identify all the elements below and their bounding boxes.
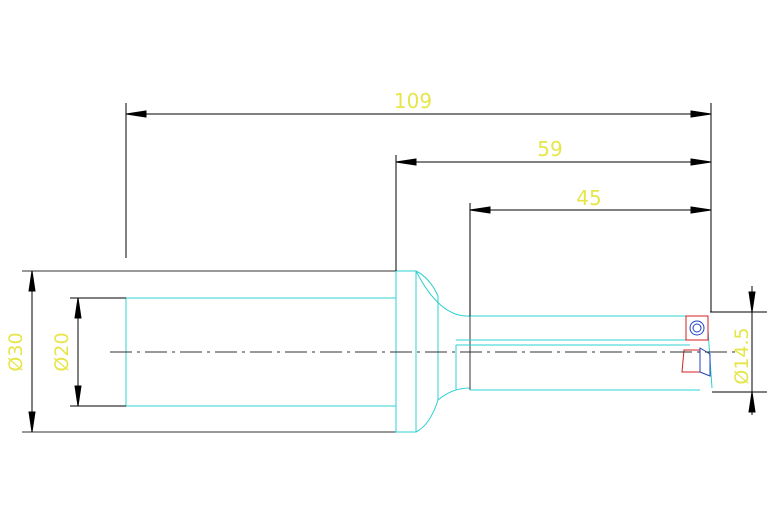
flange-chamfer-top — [415, 270, 439, 297]
neck-curve-top — [415, 270, 471, 317]
dim-label-109: 109 — [394, 89, 432, 113]
arrow-59-left — [395, 158, 417, 166]
dimension-lines — [28, 103, 767, 433]
arrow-45-left — [469, 206, 491, 214]
cutting-inserts — [681, 315, 711, 377]
arrow-109-left — [125, 110, 147, 118]
dim-label-45: 45 — [576, 186, 601, 210]
arrow-d20-bottom — [74, 385, 82, 407]
upper-insert-screw — [689, 320, 705, 336]
arrow-d145-bottom — [748, 391, 756, 413]
flange-chamfer-bottom — [415, 399, 439, 433]
arrow-d30-top — [28, 270, 36, 292]
arrow-59-right — [690, 158, 712, 166]
upper-insert-screw-inner — [692, 323, 702, 333]
dim-label-59: 59 — [537, 137, 562, 161]
arrow-109-right — [690, 110, 712, 118]
dim-label-d145: Ø14.5 — [731, 327, 753, 384]
dim-label-d30: Ø30 — [5, 332, 27, 371]
arrow-d145-top — [748, 291, 756, 313]
lower-insert — [681, 349, 701, 373]
neck-curve-bottom — [437, 387, 471, 401]
arrow-d30-bottom — [28, 411, 36, 433]
arrow-45-right — [690, 206, 712, 214]
upper-insert — [685, 315, 709, 341]
dim-label-d20: Ø20 — [51, 332, 73, 371]
arrow-d20-top — [74, 297, 82, 319]
